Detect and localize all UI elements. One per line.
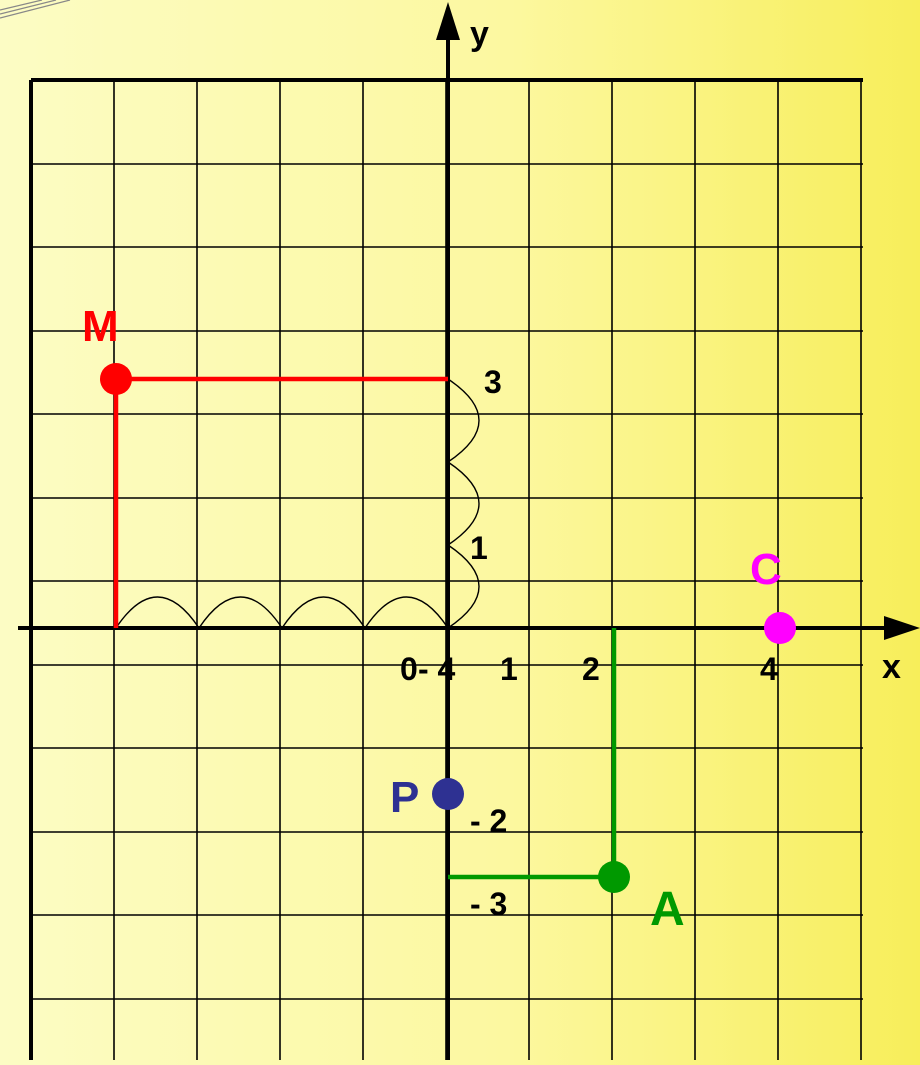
x-tick-label: 2 <box>582 651 600 687</box>
unit-arc <box>364 596 449 629</box>
points: M C P A <box>82 302 796 936</box>
point-m-label: M <box>82 302 119 351</box>
point-p-marker <box>432 778 464 810</box>
x-tick-label: 1 <box>500 651 518 687</box>
x-axis-arrow-icon <box>884 616 920 640</box>
point-c-label: C <box>750 545 782 594</box>
x-tick-label: 4 <box>760 651 778 687</box>
unit-arc <box>115 596 200 629</box>
corner-decoration <box>0 0 71 19</box>
point-p-label: P <box>390 773 419 822</box>
unit-arcs <box>115 378 480 629</box>
x-axis-label: x <box>882 648 901 686</box>
unit-arc <box>447 544 480 629</box>
axes: x y <box>18 2 920 1060</box>
y-tick-label: - 2 <box>470 803 507 839</box>
point-m-marker <box>100 363 132 395</box>
unit-arc <box>281 596 366 629</box>
y-axis-arrow-icon <box>436 2 460 40</box>
unit-arc <box>198 596 283 629</box>
point-c-marker <box>764 612 796 644</box>
tick-labels: - 40 1 2 4 3 1 - 2 - 3 <box>400 364 778 922</box>
y-tick-label: - 3 <box>470 886 507 922</box>
point-a-label: A <box>650 883 685 936</box>
x-tick-label: 0 <box>400 651 418 687</box>
y-tick-label: 3 <box>484 364 502 400</box>
x-tick-label: - 4 <box>418 651 456 687</box>
guide-lines <box>113 376 617 880</box>
point-a-marker <box>598 861 630 893</box>
unit-arc <box>447 461 480 546</box>
y-axis-label: y <box>470 15 489 53</box>
y-tick-label: 1 <box>470 530 488 566</box>
unit-arc <box>447 378 480 463</box>
